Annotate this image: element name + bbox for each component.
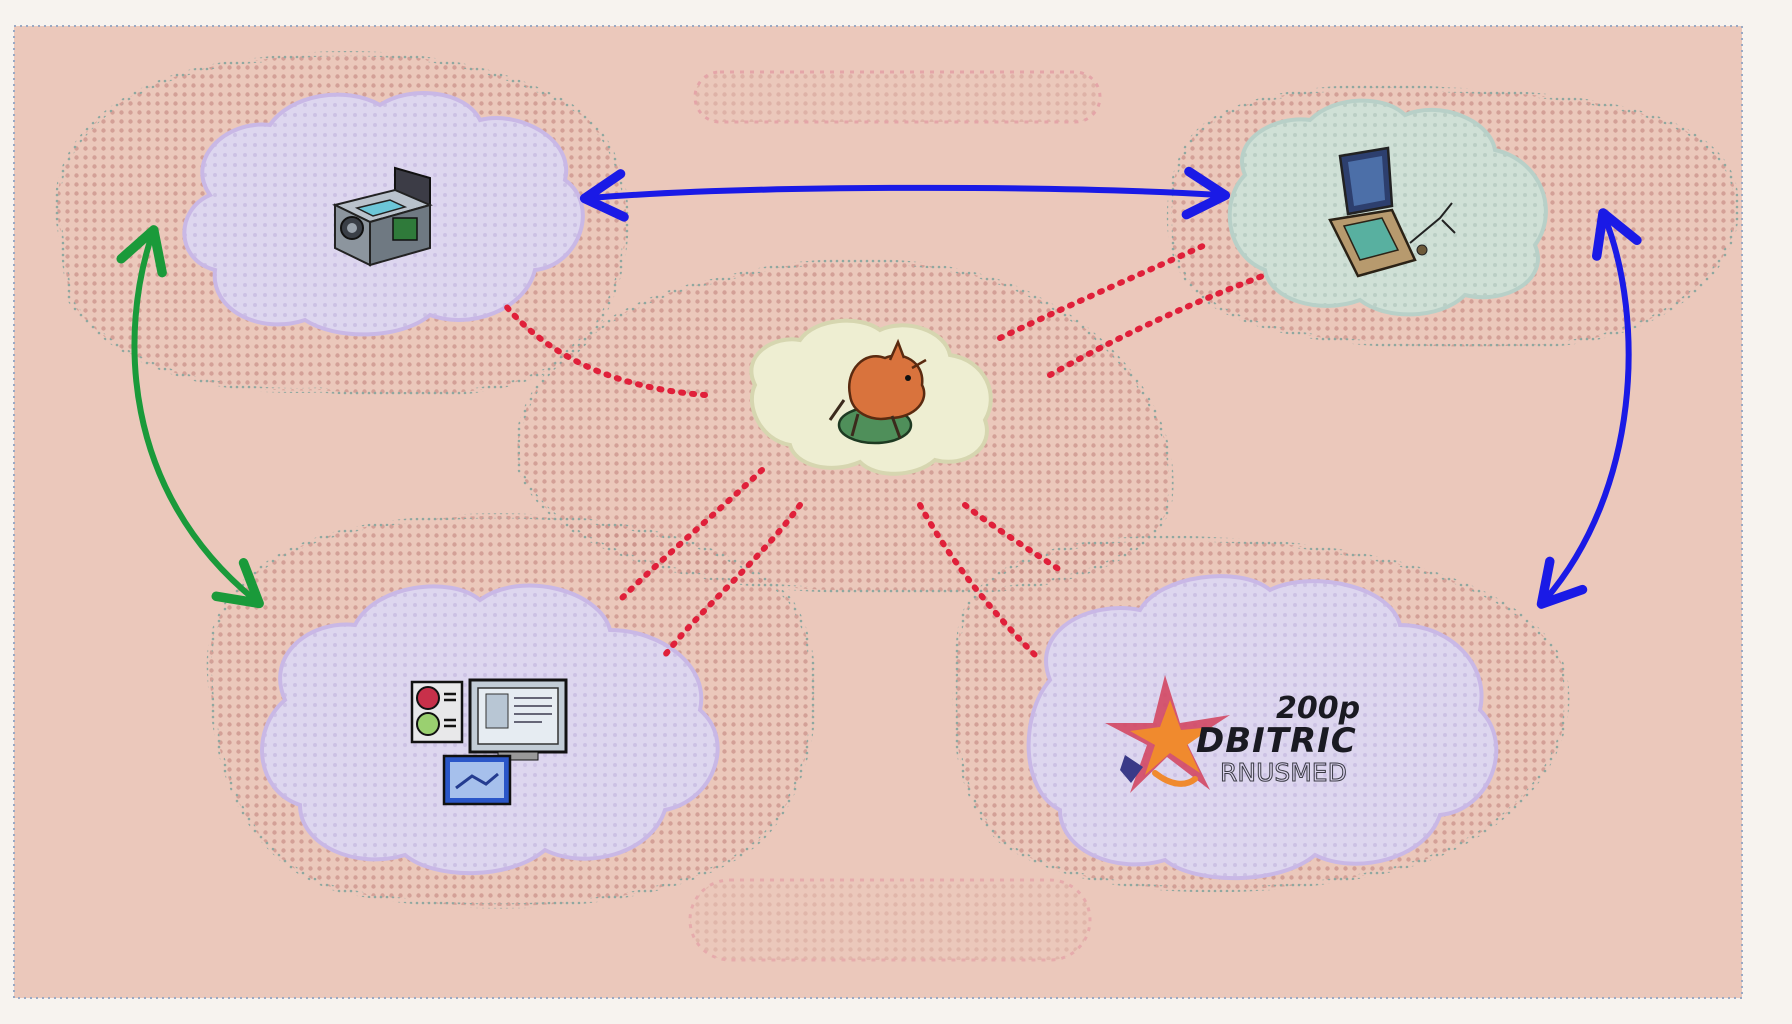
brand-logo-line3: RNUSMED <box>1220 758 1347 787</box>
creature-icon <box>828 338 927 445</box>
dotted-connectors <box>502 242 1268 658</box>
projector-camera-icon <box>332 166 433 267</box>
connector-center-workstation-a <box>617 467 765 603</box>
laptop-icon <box>1328 146 1456 278</box>
arrow-camera-laptop <box>579 166 1231 222</box>
cloud-brand <box>1026 574 1499 881</box>
starburst-logo-icon <box>1105 675 1230 793</box>
top-pill <box>693 70 1102 124</box>
arrow-laptop-brand <box>1536 208 1642 609</box>
brand-logo-line1: 200p <box>1276 691 1360 726</box>
connector-center-camera <box>502 302 708 398</box>
connector-center-laptop-a <box>997 242 1208 341</box>
bottom-pill <box>688 878 1092 962</box>
connector-center-workstation-b <box>662 502 803 658</box>
computer-workstation-icon <box>410 678 568 806</box>
connector-center-brand-b <box>962 502 1063 573</box>
connector-center-brand-a <box>917 502 1038 658</box>
connector-center-laptop-b <box>1047 272 1268 378</box>
arrow-camera-workstation <box>116 225 264 609</box>
brand-logo-line2: DBITRIC <box>1196 721 1357 761</box>
